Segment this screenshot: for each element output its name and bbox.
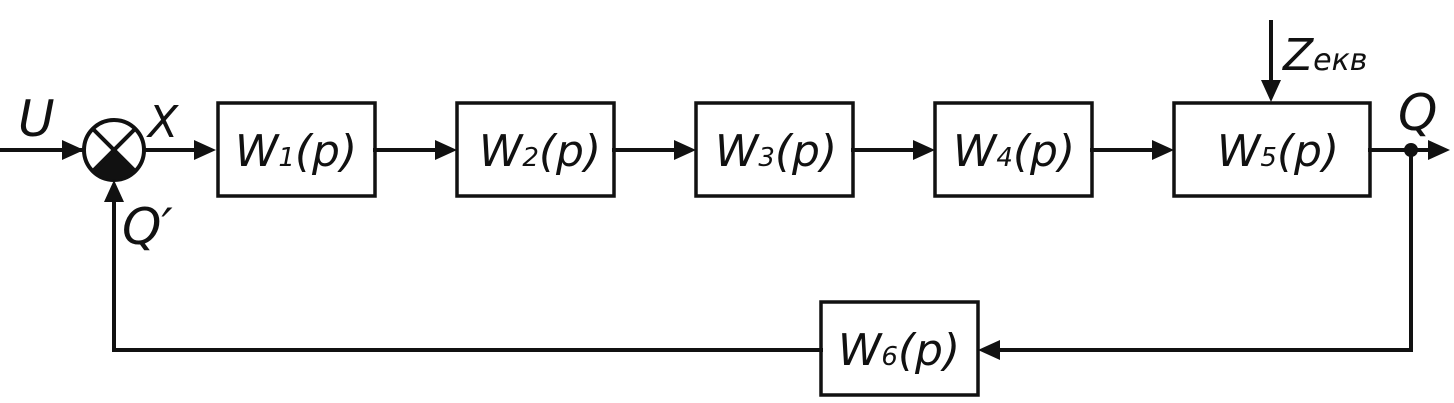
block-w6-label: W6(p) [838,325,960,376]
label-x: X [146,97,179,148]
label-u: U [18,90,55,148]
block-w5-label: W5(p) [1217,126,1339,177]
block-w4-label: W4(p) [953,126,1075,177]
block-w1 [216,101,377,198]
arrowhead-to-w4 [913,140,935,160]
arrowhead-to-w5 [1152,140,1174,160]
block-w2-label: W2(p) [479,126,601,177]
block-w1-label: W1(p) [235,126,357,177]
label-z-ekv: Zекв [1282,30,1367,81]
arrowhead-to-w6 [978,340,1000,360]
summing-junction [82,118,146,182]
arrowhead-to-junction [104,180,124,202]
disturbance-arrowhead [1261,80,1281,102]
output-arrowhead [1428,140,1450,160]
feedback-line-right [998,148,1413,352]
label-q: Q [1398,84,1437,142]
arrowhead-to-w2 [435,140,457,160]
arrowhead-to-w1 [194,140,216,160]
block-w3-label: W3(p) [715,126,837,177]
block-w2 [455,101,616,198]
input-arrowhead [62,140,84,160]
label-q-prime: Q′ [122,198,173,256]
feedback-line-left [112,198,823,352]
arrowhead-to-w3 [674,140,696,160]
